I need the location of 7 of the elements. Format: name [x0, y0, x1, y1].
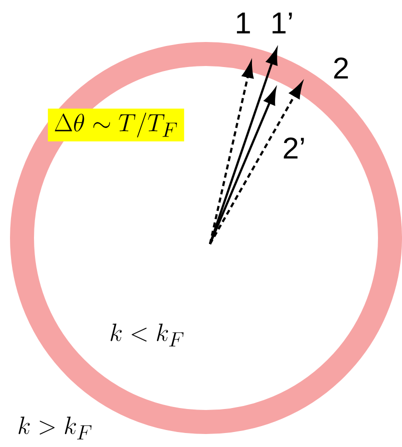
region-label: $k<k_F$	[110, 324, 184, 346]
region-label: $k>k_F$	[18, 416, 92, 440]
vector-label: 2	[334, 58, 348, 78]
vector-label: 1	[236, 12, 250, 34]
highlight-box: $\Delta\theta\sim T/T_F$	[48, 108, 184, 142]
vector-label: 2’	[284, 138, 304, 158]
vector-label: 1’	[272, 12, 292, 34]
